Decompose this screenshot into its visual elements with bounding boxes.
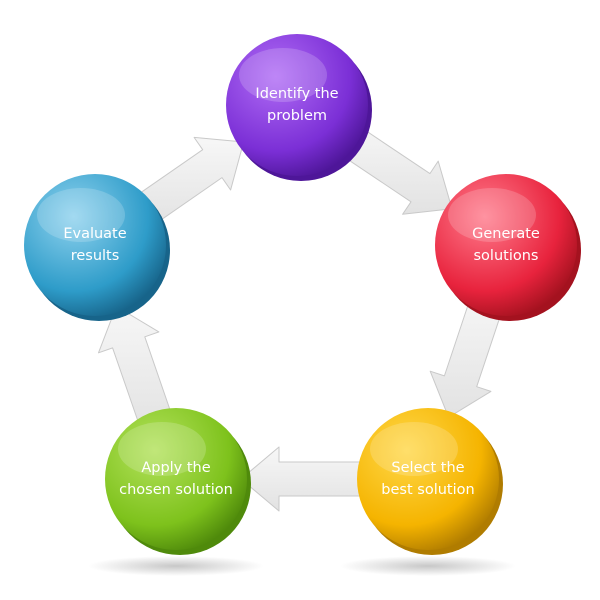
node-identify-label-line-2: problem: [267, 108, 327, 124]
node-apply-label-line-2: chosen solution: [119, 482, 233, 498]
node-evaluate: Evaluate results: [24, 174, 170, 321]
node-apply-label-line-1: Apply the: [141, 460, 210, 476]
node-generate-label-line-2: solutions: [474, 248, 539, 264]
node-evaluate-circle: [24, 174, 166, 316]
node-evaluate-label-line-1: Evaluate: [63, 226, 126, 242]
node-shadows: [88, 556, 516, 576]
node-identify-label-line-1: Identify the: [255, 86, 338, 102]
ground-shadow: [88, 556, 264, 576]
node-identify: Identify the problem: [226, 34, 372, 181]
node-apply-circle: [105, 408, 247, 550]
node-apply-gloss: [117, 422, 207, 476]
node-evaluate-gloss: [36, 188, 126, 242]
node-apply: Apply the chosen solution: [105, 408, 251, 555]
ground-shadow: [340, 556, 516, 576]
node-generate-gloss: [447, 188, 537, 242]
node-select: Select the best solution: [357, 408, 503, 555]
node-identify-circle: [226, 34, 368, 176]
node-select-label-line-2: best solution: [381, 482, 474, 498]
node-identify-gloss: [238, 48, 328, 102]
node-generate-circle: [435, 174, 577, 316]
node-select-circle: [357, 408, 499, 550]
node-select-gloss: [369, 422, 459, 476]
node-evaluate-label-line-2: results: [71, 248, 120, 264]
node-generate: Generate solutions: [435, 174, 581, 321]
node-select-label-line-1: Select the: [391, 460, 464, 476]
node-generate-label-line-1: Generate: [472, 226, 540, 242]
arrow-select-to-apply: [240, 446, 376, 512]
